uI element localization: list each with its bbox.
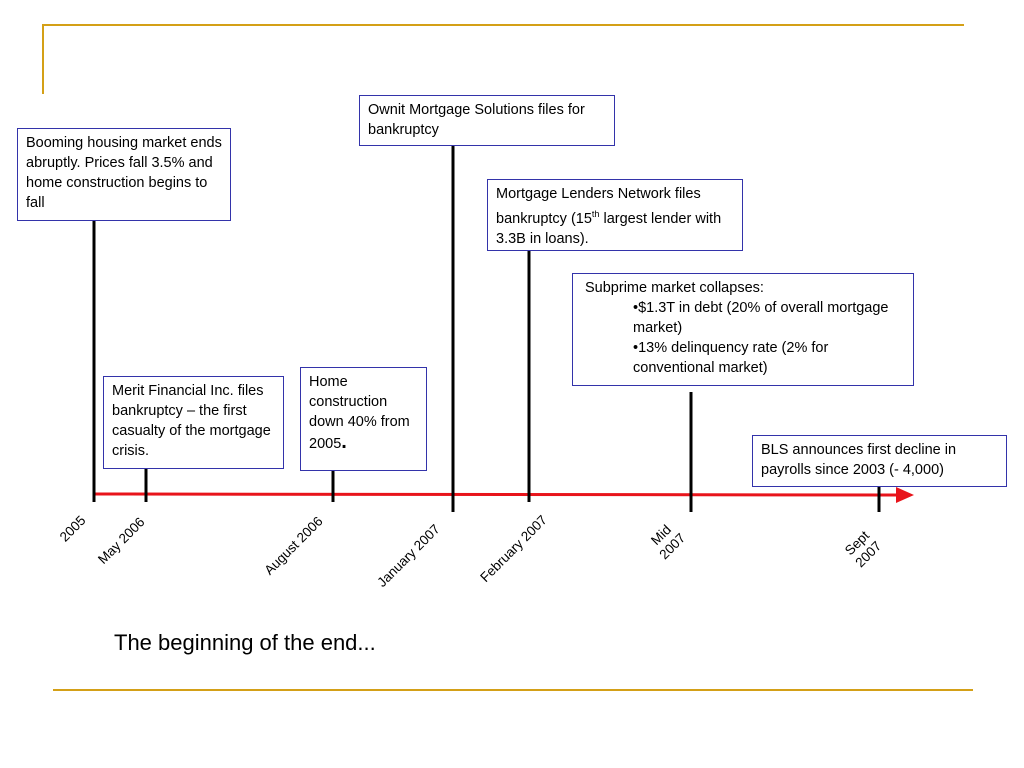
event-text-part: Home construction down 40% from 2005 [309,374,410,452]
bullet-list: •$1.3T in debt (20% of overall mortgage … [581,298,905,378]
bullet-item: •13% delinquency rate (2% for convention… [633,340,829,376]
event-text-part: largest lender with 3.3B in loans). [496,210,722,247]
event-text-period: . [341,431,347,453]
superscript: th [591,209,600,219]
event-text: Ownit Mortgage Solutions files for bankr… [368,102,585,138]
event-text-part: Mortgage Lenders Network files bankruptc… [496,186,701,227]
event-ownit-bankruptcy: Ownit Mortgage Solutions files for bankr… [359,95,615,146]
event-text: Home construction down 40% from 2005. [309,372,418,454]
bottom-decorative-rule [53,689,973,691]
timeline-arrow-line [93,492,899,497]
event-text: Merit Financial Inc. files bankruptcy – … [112,383,271,459]
event-text: Mortgage Lenders Network files bankruptc… [496,184,734,249]
event-merit-financial: Merit Financial Inc. files bankruptcy – … [103,376,284,469]
event-home-construction: Home construction down 40% from 2005. [300,367,427,471]
left-decorative-rule [42,24,44,94]
event-title: Subprime market collapses: [585,280,764,296]
event-text: BLS announces first decline in payrolls … [761,442,957,478]
event-booming-housing: Booming housing market ends abruptly. Pr… [17,128,231,221]
event-bls-payrolls: BLS announces first decline in payrolls … [752,435,1007,487]
event-mortgage-lenders-network: Mortgage Lenders Network files bankruptc… [487,179,743,251]
event-text: Booming housing market ends abruptly. Pr… [26,135,222,211]
timeline-arrowhead [896,487,914,503]
top-decorative-rule [42,24,964,26]
bullet-item: •$1.3T in debt (20% of overall mortgage … [633,300,889,336]
event-subprime-collapse: Subprime market collapses: •$1.3T in deb… [572,273,914,386]
slide-caption: The beginning of the end... [114,630,376,655]
